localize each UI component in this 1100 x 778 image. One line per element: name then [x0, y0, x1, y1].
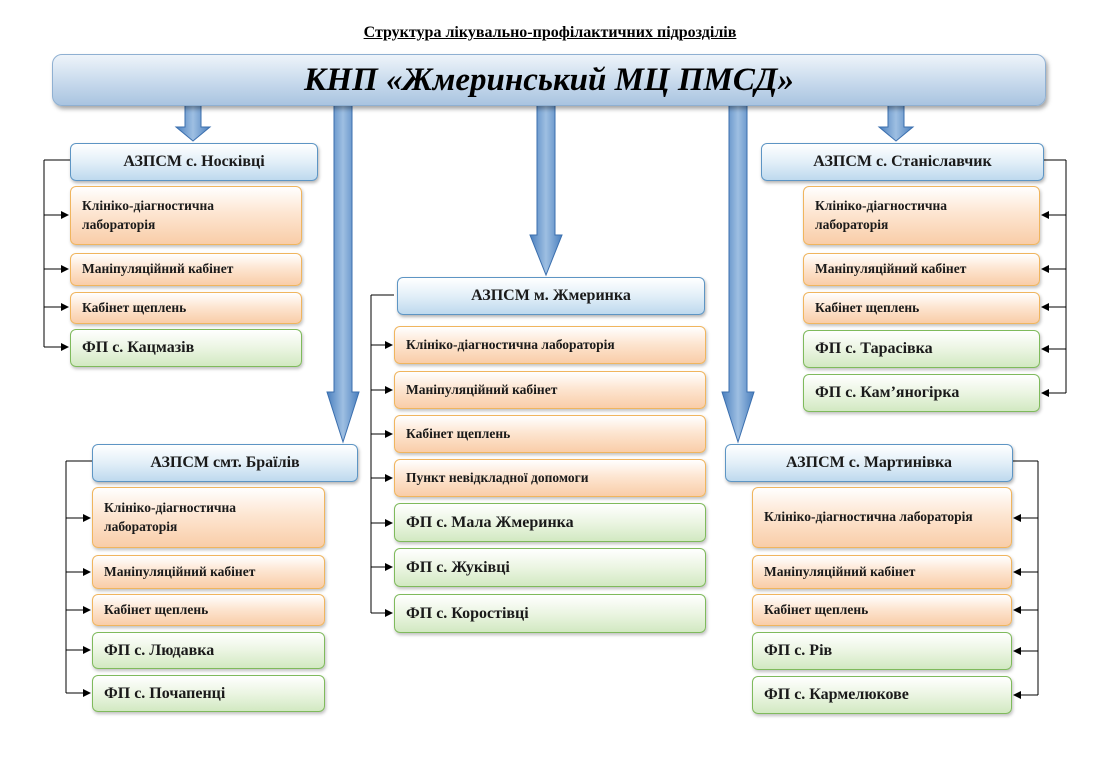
branch-zhmerynka-item-manipulation: Маніпуляційний кабінет [394, 371, 706, 409]
branch-header-stanislavchyk: АЗПСМ с. Станіславчик [761, 143, 1044, 181]
page-title: Структура лікувально-профілактичних підр… [363, 24, 737, 41]
branch-zhmerynka-item-fp-zhukivtsi: ФП с. Жуківці [394, 548, 706, 587]
branch-header-noskivtsi: АЗПСМ с. Носківці [70, 143, 318, 181]
branch-brailiv-item-manipulation: Маніпуляційний кабінет [92, 555, 325, 589]
arrow-to-zhmerynka [529, 103, 563, 277]
branch-stanislavchyk-item-lab: Клініко-діагностична лабораторія [803, 186, 1040, 245]
arrow-to-stanislavchyk [877, 103, 915, 142]
branch-zhmerynka-item-fp-mala-zhmerynka: ФП с. Мала Жмеринка [394, 503, 706, 542]
branch-stanislavchyk-item-manipulation: Маніпуляційний кабінет [803, 253, 1040, 286]
branch-martynivka-item-fp-karmeliukove: ФП с. Кармелюкове [752, 676, 1012, 714]
branch-stanislavchyk-item-fp-kamianohirka: ФП с. Кам’яногірка [803, 374, 1040, 412]
arrow-to-noskivtsi [174, 103, 212, 142]
arrow-to-brailiv [326, 103, 360, 444]
branch-zhmerynka-item-emergency: Пункт невідкладної допомоги [394, 459, 706, 497]
branch-stanislavchyk-item-vaccination: Кабінет щеплень [803, 292, 1040, 324]
branch-zhmerynka-item-fp-korostivtsi: ФП с. Коростівці [394, 594, 706, 633]
branch-martynivka-item-vaccination: Кабінет щеплень [752, 594, 1012, 626]
branch-zhmerynka-item-lab: Клініко-діагностична лабораторія [394, 326, 706, 364]
branch-brailiv-item-lab: Клініко-діагностична лабораторія [92, 487, 325, 548]
branch-stanislavchyk-item-fp-tarasivka: ФП с. Тарасівка [803, 330, 1040, 368]
root-organization-banner: КНП «Жмеринський МЦ ПМСД» [52, 54, 1046, 106]
branch-header-brailiv: АЗПСМ смт. Браїлів [92, 444, 358, 482]
branch-noskivtsi-item-fp-katsmaziv: ФП с. Кацмазів [70, 329, 302, 367]
branch-noskivtsi-item-manipulation: Маніпуляційний кабінет [70, 253, 302, 286]
branch-zhmerynka-item-vaccination: Кабінет щеплень [394, 415, 706, 453]
branch-brailiv-item-fp-liudavka: ФП с. Людавка [92, 632, 325, 669]
branch-brailiv-item-fp-pochapentsi: ФП с. Почапенці [92, 675, 325, 712]
branch-martynivka-item-manipulation: Маніпуляційний кабінет [752, 555, 1012, 589]
arrow-to-martynivka [721, 103, 755, 444]
branch-noskivtsi-item-lab: Клініко-діагностична лабораторія [70, 186, 302, 245]
branch-header-zhmerynka: АЗПСМ м. Жмеринка [397, 277, 705, 315]
branch-martynivka-item-fp-riv: ФП с. Рів [752, 632, 1012, 670]
branch-martynivka-item-lab: Клініко-діагностична лабораторія [752, 487, 1012, 548]
branch-noskivtsi-item-vaccination: Кабінет щеплень [70, 292, 302, 324]
branch-header-martynivka: АЗПСМ с. Мартинівка [725, 444, 1013, 482]
branch-brailiv-item-vaccination: Кабінет щеплень [92, 594, 325, 626]
